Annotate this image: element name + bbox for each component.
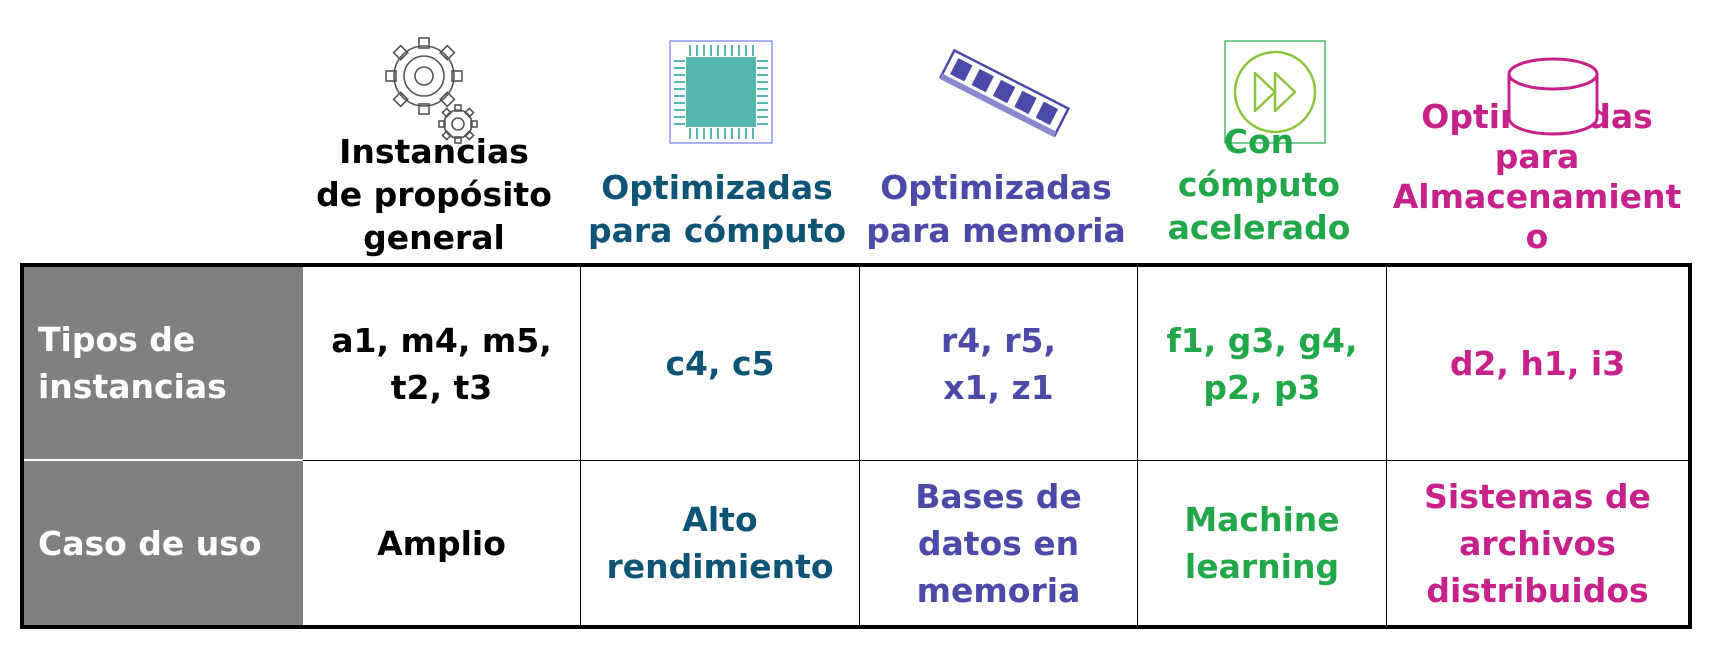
text-block: d2, h1, i3	[1450, 340, 1625, 387]
cell-general-types: a1, m4, m5, t2, t3	[303, 267, 581, 461]
column-header-accelerated: Con cómputo acelerado	[1168, 120, 1351, 249]
text-line: d2, h1, i3	[1449, 344, 1626, 383]
cell-compute-types: c4, c5	[581, 267, 860, 461]
text-line: t2, t3	[390, 367, 493, 407]
column-header-general: Instancias de propósito general	[316, 130, 552, 259]
text-line: cómputo	[1177, 165, 1341, 204]
text-block: a1, m4, m5, t2, t3	[331, 317, 552, 411]
text-line: Bases de	[915, 476, 1082, 516]
text-line: general	[363, 218, 505, 257]
column-header-compute: Optimizadas para cómputo	[588, 166, 846, 252]
text-line: para cómputo	[587, 211, 847, 250]
text-line: a1, m4, m5,	[331, 320, 552, 360]
text-line: acelerado	[1167, 208, 1351, 247]
text-line: Alto	[682, 500, 758, 539]
text-block: Con cómputo acelerado	[1168, 120, 1351, 249]
text-block: r4, r5, x1, z1	[941, 317, 1056, 411]
text-line: de propósito	[316, 175, 552, 214]
text-line: distribuidos	[1426, 570, 1649, 610]
cell-storage-use-case: Sistemas de archivos distribuidos	[1387, 461, 1688, 625]
text-block: Optimizadas para memoria	[866, 166, 1126, 252]
text-line: datos en	[917, 523, 1080, 563]
text-block: c4, c5	[665, 340, 774, 387]
cpu-chip-icon	[669, 40, 773, 144]
text-line: learning	[1184, 547, 1340, 586]
cell-accelerated-types: f1, g3, g4, p2, p3	[1138, 267, 1387, 461]
text-line: c4, c5	[665, 344, 775, 383]
cell-memory-types: r4, r5, x1, z1	[860, 267, 1138, 461]
text-block: Amplio	[377, 520, 506, 567]
text-line: Amplio	[377, 523, 506, 563]
text-block: Instancias de propósito general	[316, 130, 552, 259]
cell-storage-types: d2, h1, i3	[1387, 267, 1688, 461]
text-line: p2, p3	[1203, 367, 1321, 407]
text-line: Con	[1223, 122, 1295, 161]
text-block: Sistemas de archivos distribuidos	[1424, 473, 1651, 614]
text-line: Optimizadas	[880, 168, 1112, 207]
text-line: Tipos de	[38, 320, 196, 359]
text-block: Alto rendimiento	[606, 496, 833, 590]
cell-general-use-case: Amplio	[303, 461, 581, 625]
text-block: Optimizadas para cómputo	[588, 166, 846, 252]
text-block: Bases de datos en memoria	[915, 473, 1082, 614]
text-block: f1, g3, g4, p2, p3	[1166, 317, 1357, 411]
database-cylinder-icon	[1507, 57, 1599, 136]
instance-types-table: Tipos de instancias a1, m4, m5, t2, t3 c4,…	[20, 263, 1692, 629]
text-line: para	[1494, 137, 1580, 176]
text-line: Almacenamient	[1392, 177, 1682, 216]
cell-compute-use-case: Alto rendimiento	[581, 461, 860, 625]
text-line: Sistemas de	[1424, 476, 1651, 516]
row-header-instance-types: Tipos de instancias	[24, 267, 303, 461]
text-line: archivos	[1459, 523, 1616, 563]
text-line: r4, r5,	[940, 320, 1057, 360]
column-header-memory: Optimizadas para memoria	[866, 166, 1126, 252]
text-line: instancias	[38, 367, 227, 406]
fast-forward-icon	[1224, 40, 1326, 144]
text-line: x1, z1	[943, 367, 1054, 407]
text-line: memoria	[916, 570, 1081, 610]
text-line: Instancias	[339, 132, 529, 171]
text-line: Machine	[1184, 500, 1340, 539]
ram-stick-icon	[939, 48, 1071, 138]
cell-accelerated-use-case: Machine learning	[1138, 461, 1387, 625]
text-block: Caso de uso	[38, 520, 262, 567]
text-line: o	[1525, 217, 1549, 256]
text-line: para memoria	[866, 211, 1126, 250]
gears-icon	[385, 37, 478, 144]
text-line: f1, g3, g4,	[1166, 320, 1358, 360]
text-line: rendimiento	[606, 547, 834, 586]
text-line: Caso de uso	[38, 523, 262, 563]
text-line: Optimizadas	[601, 168, 833, 207]
row-header-use-case: Caso de uso	[24, 461, 303, 625]
text-block: Machine learning	[1184, 496, 1339, 590]
cell-memory-use-case: Bases de datos en memoria	[860, 461, 1138, 625]
text-block: Tipos de instancias	[38, 316, 227, 410]
